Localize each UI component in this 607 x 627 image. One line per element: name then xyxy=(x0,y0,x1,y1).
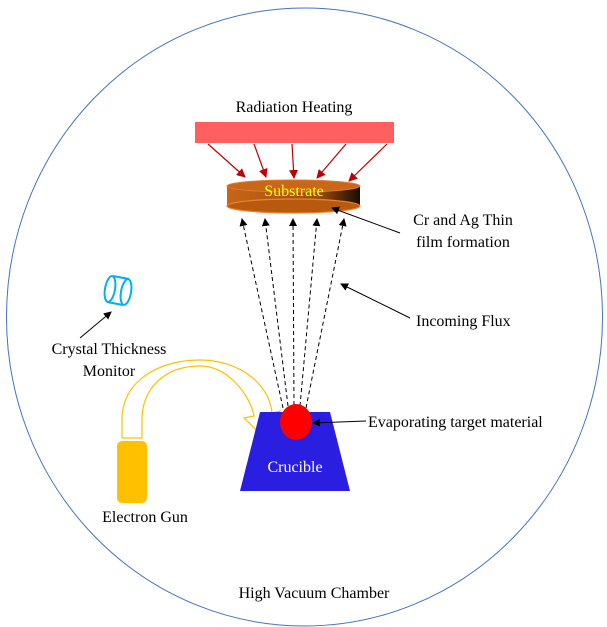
electron-gun xyxy=(117,441,147,503)
chamber-label: High Vacuum Chamber xyxy=(239,585,390,602)
crystal-monitor-icon xyxy=(103,275,133,306)
evaporating-label: Evaporating target material xyxy=(368,414,543,431)
heat-arrow xyxy=(348,143,388,182)
vacuum-chamber xyxy=(6,7,603,627)
crucible xyxy=(240,412,350,491)
incoming-flux-label: Incoming Flux xyxy=(416,313,511,330)
crucible-label: Crucible xyxy=(267,459,322,476)
flux-line xyxy=(261,218,289,407)
flux-line xyxy=(305,218,347,409)
radiation-heating-label: Radiation Heating xyxy=(236,99,353,116)
flux-pointer-arrow xyxy=(340,283,411,319)
electron-beam-arrow xyxy=(121,359,282,439)
film-label-line1: Cr and Ag Thin xyxy=(413,212,513,229)
monitor-label-line1: Crystal Thickness xyxy=(52,341,167,358)
target-pointer-arrow xyxy=(312,418,367,427)
flux-line xyxy=(239,218,284,409)
flux-line xyxy=(289,218,298,406)
electron-gun-label: Electron Gun xyxy=(102,509,188,526)
incoming-flux-lines xyxy=(239,218,347,409)
film-label-line2: film formation xyxy=(416,234,510,251)
monitor-label-line2: Monitor xyxy=(83,363,136,380)
film-pointer-arrow xyxy=(331,206,401,234)
heat-arrows xyxy=(207,143,388,182)
radiation-heater xyxy=(195,122,394,143)
heat-arrow xyxy=(253,143,268,178)
flux-line xyxy=(299,218,321,407)
heat-arrow xyxy=(289,143,299,179)
monitor-pointer-arrow xyxy=(79,311,112,339)
evaporating-target xyxy=(280,404,312,440)
heat-arrow xyxy=(316,143,347,179)
substrate: Substrate xyxy=(226,179,361,214)
heat-arrow xyxy=(207,143,246,178)
substrate-label: Substrate xyxy=(264,183,324,200)
